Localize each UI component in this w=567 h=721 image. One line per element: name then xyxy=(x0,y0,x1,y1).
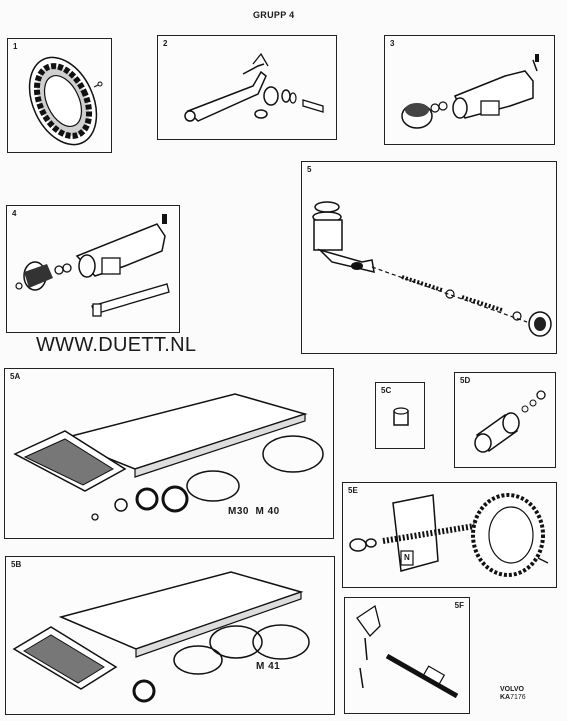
panel-number: 4 xyxy=(12,209,17,218)
page-title: GRUPP 4 xyxy=(253,10,295,20)
panel-number: 5A xyxy=(10,372,21,381)
code-prefix: KA xyxy=(500,694,511,701)
panel-5c-bushing: 5C xyxy=(375,382,425,449)
panel-number: 5E xyxy=(348,486,358,495)
panel-3-slave-cylinder: 3 xyxy=(384,35,555,145)
panel-number: 5B xyxy=(11,560,22,569)
panel-5-master-cylinder: 5 xyxy=(301,161,557,354)
engine-model-label: M30 M 40 xyxy=(228,506,280,517)
cylinder-kit-drawing xyxy=(15,214,170,317)
panel-4-cylinder-kit: 4 xyxy=(6,205,180,333)
panel-number: 5D xyxy=(460,376,471,385)
slave-cylinder-drawing xyxy=(401,54,539,129)
release-fork-drawing xyxy=(184,52,324,122)
brand-label: VOLVO xyxy=(500,686,524,693)
drawing-code: KA7176 xyxy=(500,694,526,702)
panel-5b-gasket-kit: 5B M 41 xyxy=(5,556,335,715)
panel-number: 3 xyxy=(390,39,395,48)
ring-gear-drawing xyxy=(349,493,549,577)
watermark: WWW.DUETT.NL xyxy=(36,334,197,356)
clutch-disc-drawing xyxy=(28,56,103,146)
panel-5e-ring-gear: 5E N xyxy=(342,482,557,588)
engine-model-label: M 41 xyxy=(256,661,281,672)
panel-number: 1 xyxy=(13,42,18,51)
master-cylinder-drawing xyxy=(312,201,552,337)
panel-2-release-fork: 2 xyxy=(157,35,337,140)
pilot-bearing-drawing xyxy=(474,390,546,453)
panel-1-clutch-disc: 1 xyxy=(7,38,112,153)
panel-number: 5C xyxy=(381,386,392,395)
panel-5f-shift-rod: 5F xyxy=(344,597,470,714)
panel-number: 2 xyxy=(163,39,168,48)
panel-5d-pilot-bearing: 5D xyxy=(454,372,556,468)
shift-rod-drawing xyxy=(356,604,459,699)
bushing-drawing xyxy=(393,407,409,426)
code-number: 7176 xyxy=(510,694,526,701)
panel-number: 5F xyxy=(454,601,464,610)
box-letter: N xyxy=(404,553,411,562)
panel-number: 5 xyxy=(307,165,312,174)
gasket-kit-5b-drawing xyxy=(12,571,310,703)
gasket-kit-5a-drawing xyxy=(13,393,324,521)
panel-5a-gasket-kit: 5A M30 M 40 xyxy=(4,368,334,539)
